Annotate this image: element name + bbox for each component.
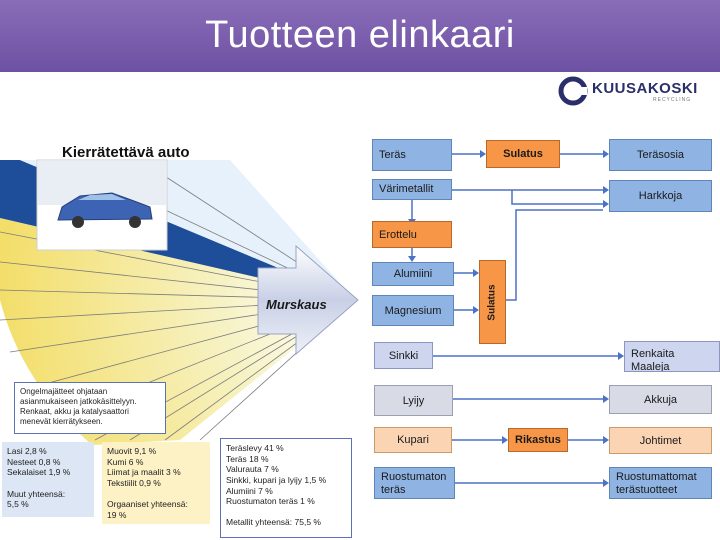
logo-tagline: RECYCLING (653, 97, 692, 103)
input-ruostumaton: Ruostumaton teräs (374, 467, 455, 499)
logo-mark-icon (558, 76, 588, 106)
output-johtimet: Johtimet (609, 427, 712, 454)
input-magnesium: Magnesium (372, 295, 454, 326)
crush-arrow (257, 244, 359, 356)
output-akkuja: Akkuja (609, 385, 712, 414)
sulatus-vertical-label: Sulatus (487, 283, 498, 321)
metal-materials-stats: Teräslevy 41 % Teräs 18 % Valurauta 7 % … (220, 438, 352, 538)
output-harkkoja: Harkkoja (609, 180, 712, 212)
output-ruostumattomat: Ruostumattomat terästuotteet (609, 467, 712, 499)
other-materials-stats: Lasi 2,8 % Nesteet 0,8 % Sekalaiset 1,9 … (2, 442, 94, 517)
crush-label: Murskaus (266, 297, 327, 312)
output-renkaita: Renkaita Maaleja (624, 341, 720, 372)
input-teras: Teräs (372, 139, 452, 171)
organic-materials-stats: Muovit 9,1 % Kumi 6 % Liimat ja maalit 3… (102, 442, 210, 524)
process-sulatus-vertical: Sulatus (479, 260, 506, 344)
process-rikastus: Rikastus (508, 428, 568, 452)
page-title: Tuotteen elinkaari (205, 14, 515, 56)
title-bar: Tuotteen elinkaari (0, 0, 720, 72)
flow-connectors (411, 153, 618, 484)
input-alumiini: Alumiini (372, 262, 454, 286)
car-heading: Kierrätettävä auto (62, 144, 190, 161)
kuusakoski-logo: KUUSAKOSKI RECYCLING (558, 76, 710, 106)
input-sinkki: Sinkki (374, 342, 433, 369)
input-lyijy: Lyijy (374, 385, 453, 416)
logo-name: KUUSAKOSKI (592, 80, 698, 97)
process-erottelu: Erottelu (372, 221, 452, 248)
process-sulatus: Sulatus (486, 140, 560, 168)
hazardous-waste-note: Ongelmajätteet ohjataan asianmukaiseen j… (14, 382, 166, 434)
car-photo (36, 159, 168, 251)
input-kupari: Kupari (374, 427, 452, 453)
output-terasosia: Teräsosia (609, 139, 712, 171)
input-varimetallit: Värimetallit (372, 179, 452, 200)
